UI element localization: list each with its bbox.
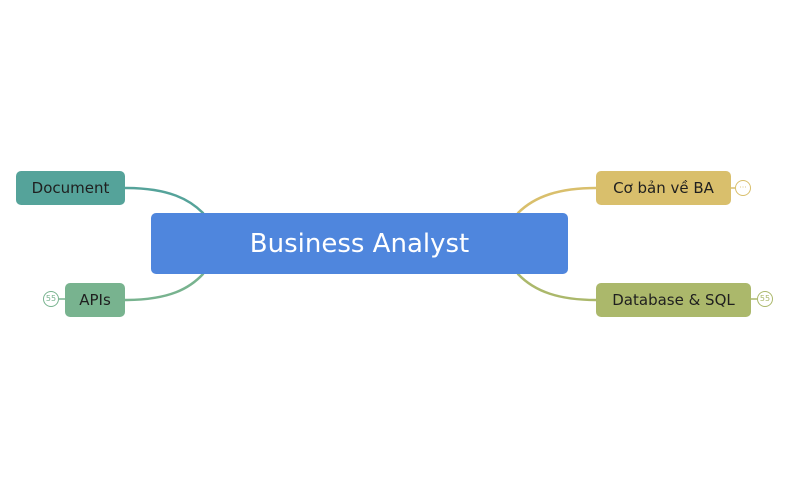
connector-document [123,186,205,215]
collapsed-count-badge[interactable]: 55 [43,291,59,307]
topic-document[interactable]: Document [16,171,125,205]
topic-co-ban-ve-ba[interactable]: Cơ bản về BA [596,171,731,205]
connector-database [516,272,598,302]
topic-apis[interactable]: APIs [65,283,125,317]
connector-coban [516,186,598,215]
collapsed-count-badge[interactable]: 55 [757,291,773,307]
topic-database-sql[interactable]: Database & SQL [596,283,751,317]
connector-apis [123,272,205,302]
central-topic[interactable]: Business Analyst [151,213,568,274]
more-icon[interactable]: ··· [735,180,751,196]
